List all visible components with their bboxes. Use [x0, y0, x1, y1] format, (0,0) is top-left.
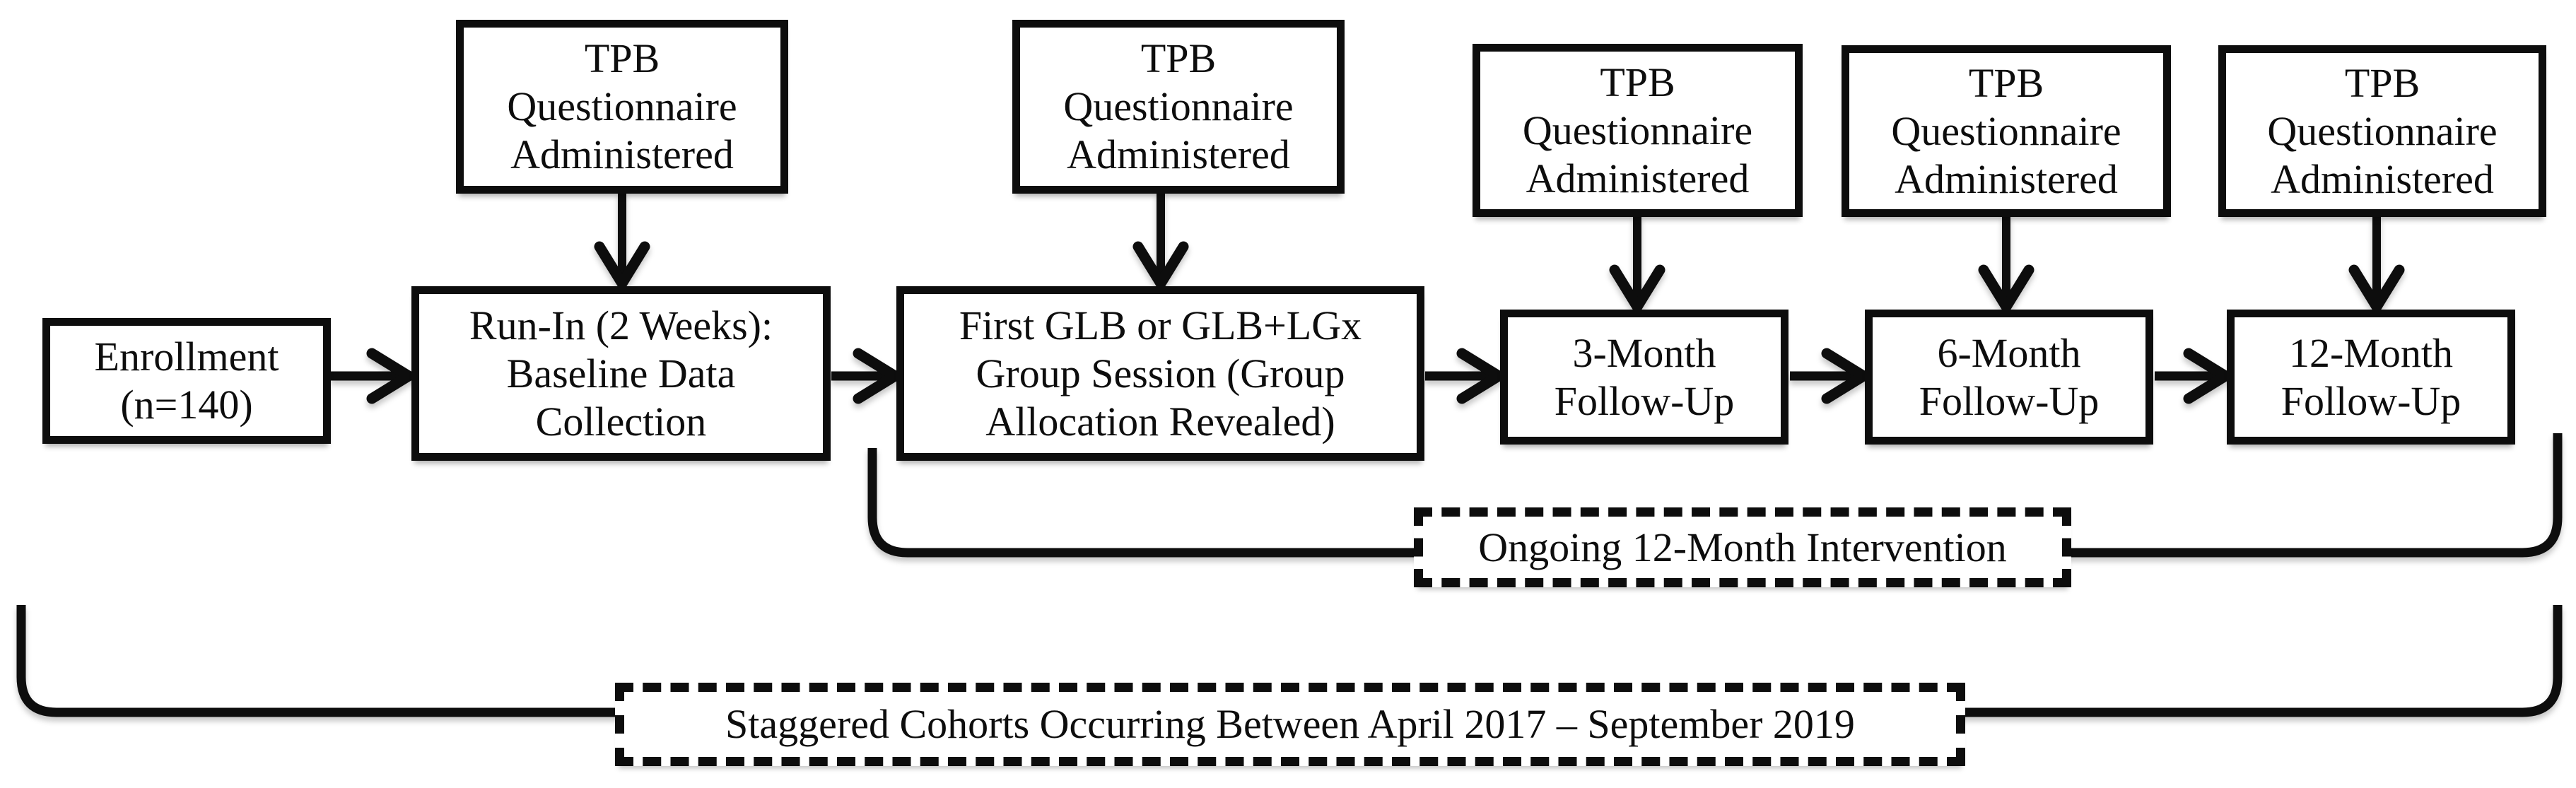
arrow-tpb5-to-followup12	[2348, 216, 2405, 317]
arrow-tpb3-to-followup3	[1609, 216, 1665, 317]
arrow-tpb1-to-runin	[594, 192, 650, 294]
tpb-questionnaire-box-3: TPB Questionnaire Administered	[1473, 44, 1803, 217]
cohorts-annotation: Staggered Cohorts Occurring Between Apri…	[615, 683, 1965, 766]
arrow-first-session-to-followup3	[1425, 348, 1509, 404]
tpb-questionnaire-label: TPB Questionnaire Administered	[1063, 35, 1294, 177]
intervention-annotation: Ongoing 12-Month Intervention	[1414, 507, 2071, 587]
tpb-questionnaire-label: TPB Questionnaire Administered	[2267, 59, 2498, 202]
followup-3-month-label: 3-Month Follow-Up	[1554, 329, 1735, 424]
enrollment-label: Enrollment (n=140)	[94, 334, 279, 428]
run-in-box: Run-In (2 Weeks): Baseline Data Collecti…	[411, 286, 831, 461]
intervention-annotation-label: Ongoing 12-Month Intervention	[1478, 524, 2007, 570]
arrow-followup3-to-followup6	[1790, 348, 1874, 404]
arrow-tpb2-to-first-session	[1132, 192, 1189, 294]
followup-12-month-box: 12-Month Follow-Up	[2227, 310, 2515, 445]
enrollment-box: Enrollment (n=140)	[42, 318, 331, 444]
arrow-enrollment-to-runin	[331, 348, 419, 404]
arrow-runin-to-first-session	[831, 348, 906, 404]
first-session-label: First GLB or GLB+LGx Group Session (Grou…	[959, 302, 1362, 445]
tpb-questionnaire-label: TPB Questionnaire Administered	[507, 35, 737, 177]
tpb-questionnaire-box-2: TPB Questionnaire Administered	[1012, 20, 1345, 194]
tpb-questionnaire-label: TPB Questionnaire Administered	[1891, 59, 2121, 202]
followup-6-month-label: 6-Month Follow-Up	[1919, 329, 2100, 424]
tpb-questionnaire-label: TPB Questionnaire Administered	[1522, 59, 1753, 201]
followup-6-month-box: 6-Month Follow-Up	[1865, 310, 2153, 445]
followup-3-month-box: 3-Month Follow-Up	[1500, 310, 1788, 445]
first-session-box: First GLB or GLB+LGx Group Session (Grou…	[896, 286, 1424, 461]
cohorts-annotation-label: Staggered Cohorts Occurring Between Apri…	[725, 701, 1855, 747]
run-in-label: Run-In (2 Weeks): Baseline Data Collecti…	[469, 302, 773, 445]
tpb-questionnaire-box-5: TPB Questionnaire Administered	[2218, 45, 2546, 217]
followup-12-month-label: 12-Month Follow-Up	[2281, 329, 2461, 424]
arrow-tpb4-to-followup6	[1978, 216, 2035, 317]
arrow-followup6-to-followup12	[2155, 348, 2236, 404]
tpb-questionnaire-box-1: TPB Questionnaire Administered	[456, 20, 788, 194]
tpb-questionnaire-box-4: TPB Questionnaire Administered	[1842, 45, 2171, 217]
